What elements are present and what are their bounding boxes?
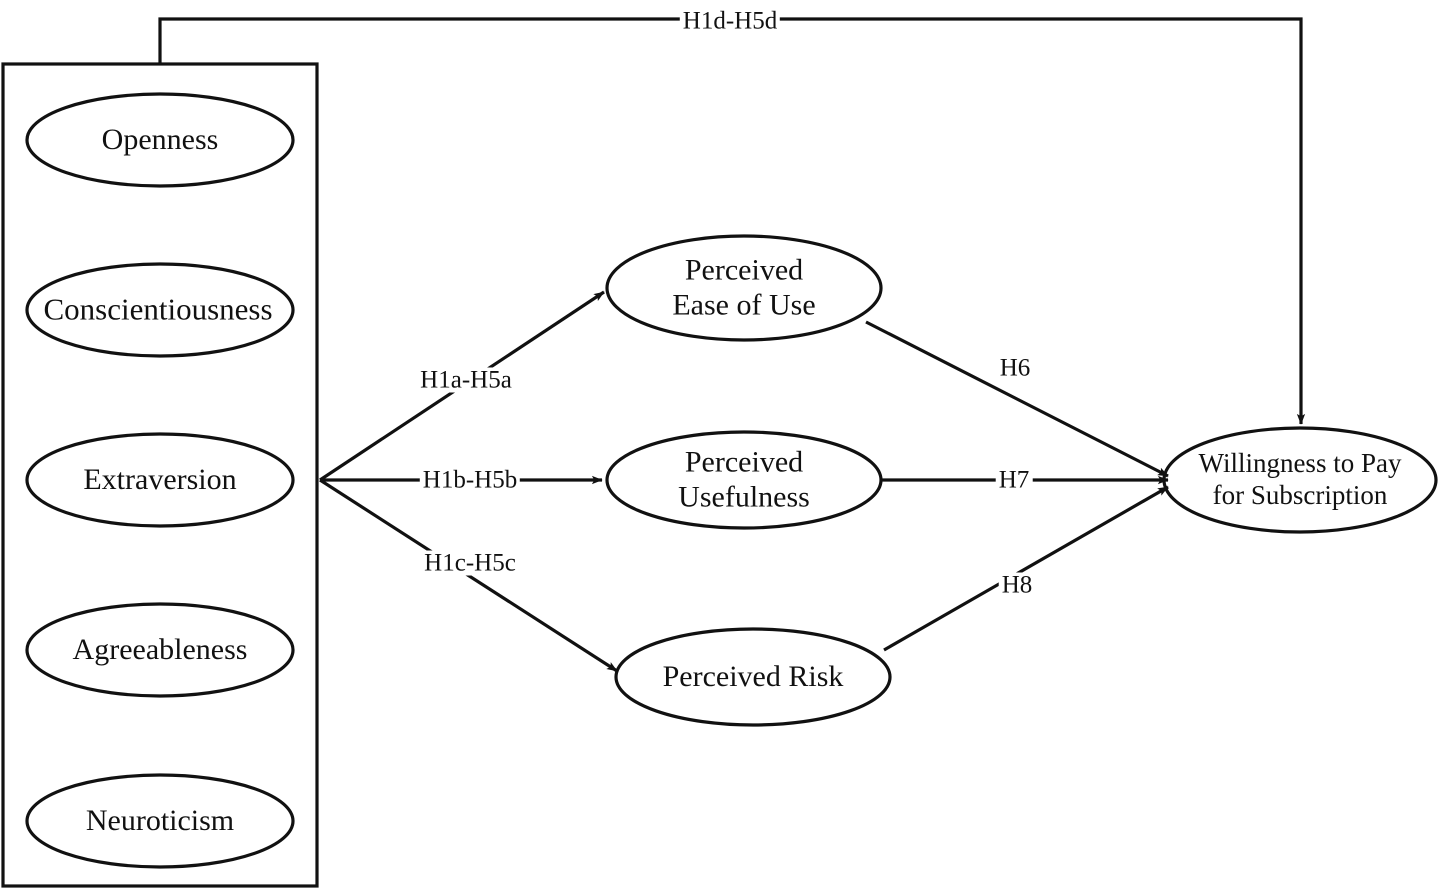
node-willingness-to-pay <box>1162 426 1438 534</box>
edge-label-h1b-h5b: H1b-H5b <box>419 467 521 493</box>
node-perceived-risk <box>614 627 892 727</box>
edge-label-h1c-h5c: H1c-H5c <box>421 550 519 576</box>
edge-label-h1a-h5a: H1a-H5a <box>417 367 515 393</box>
node-openness <box>25 92 295 188</box>
edge-label-h1d-h5d: H1d-H5d <box>679 8 781 34</box>
node-neuroticism <box>25 773 295 869</box>
edge-traits-to-risk <box>319 478 618 673</box>
node-conscientiousness <box>25 262 295 358</box>
edge-risk-to-willingness <box>883 485 1169 652</box>
edge-label-h7: H7 <box>995 467 1033 493</box>
node-extraversion <box>25 432 295 528</box>
node-perceived-usefulness <box>605 430 883 530</box>
edge-label-h8: H8 <box>998 572 1036 598</box>
node-perceived-ease-of-use <box>605 234 883 342</box>
edge-traits-to-willingness <box>158 17 1306 425</box>
edge-label-h6: H6 <box>996 355 1034 381</box>
edge-ease-of-use-to-willingness <box>865 320 1169 478</box>
node-agreeableness <box>25 602 295 698</box>
